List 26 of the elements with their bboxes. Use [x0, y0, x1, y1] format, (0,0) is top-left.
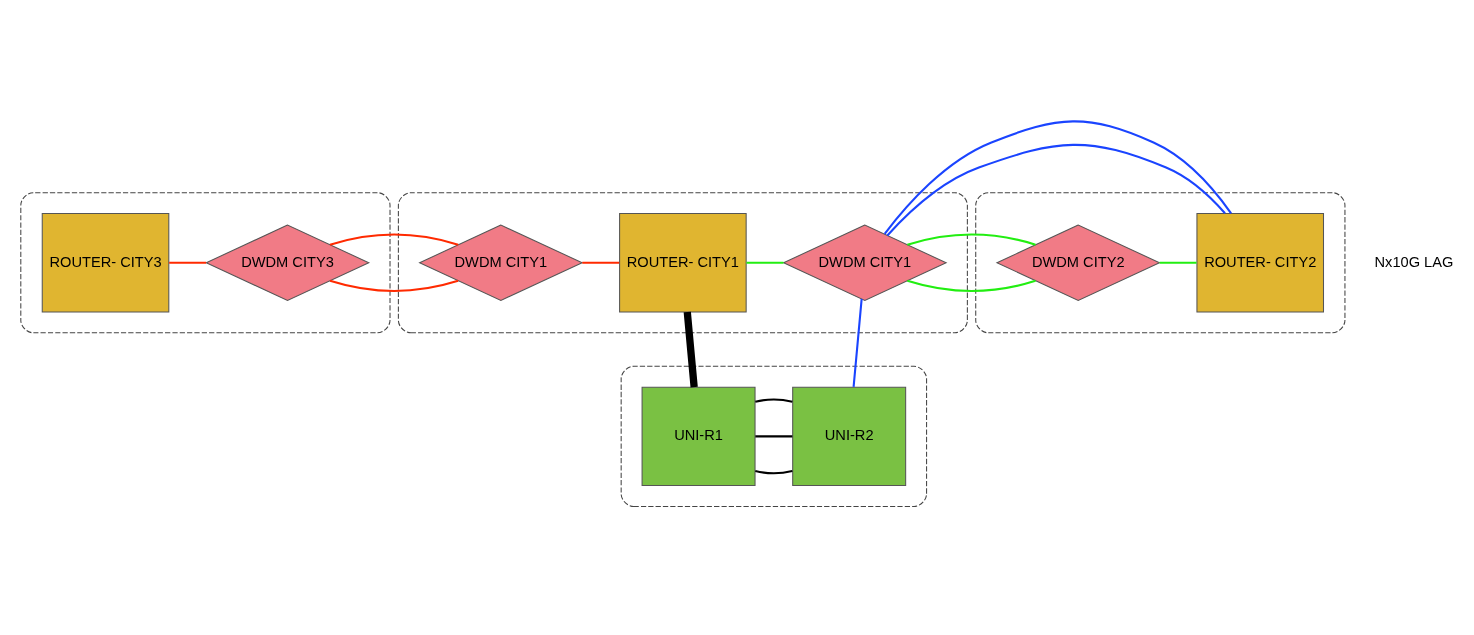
node-box: ROUTER- CITY1 [619, 212, 747, 312]
label: Nx10G LAG [1374, 253, 1454, 270]
cluster [20, 191, 391, 333]
connector [907, 232, 1036, 292]
connector [755, 434, 793, 437]
node-box: UNI-R1 [641, 386, 756, 486]
cluster [397, 191, 968, 333]
node-diamond: DWDM CITY3 [205, 224, 371, 301]
connector [755, 469, 793, 474]
node-diamond: DWDM CITY1 [782, 224, 948, 301]
node-box: ROUTER- CITY2 [1196, 212, 1325, 312]
connector [582, 261, 620, 264]
connector [755, 398, 793, 403]
node-diamond: DWDM CITY2 [995, 224, 1161, 301]
connector [329, 232, 459, 292]
node-box: ROUTER- CITY3 [41, 212, 170, 312]
connector [883, 119, 1232, 236]
node-box: UNI-R2 [792, 386, 907, 486]
cluster [620, 365, 928, 507]
connector [852, 298, 863, 387]
node-diamond: DWDM CITY1 [418, 224, 584, 301]
connector [683, 311, 698, 387]
connector [746, 261, 784, 264]
cluster [975, 191, 1346, 333]
connector [1159, 261, 1197, 264]
connector [169, 261, 207, 264]
